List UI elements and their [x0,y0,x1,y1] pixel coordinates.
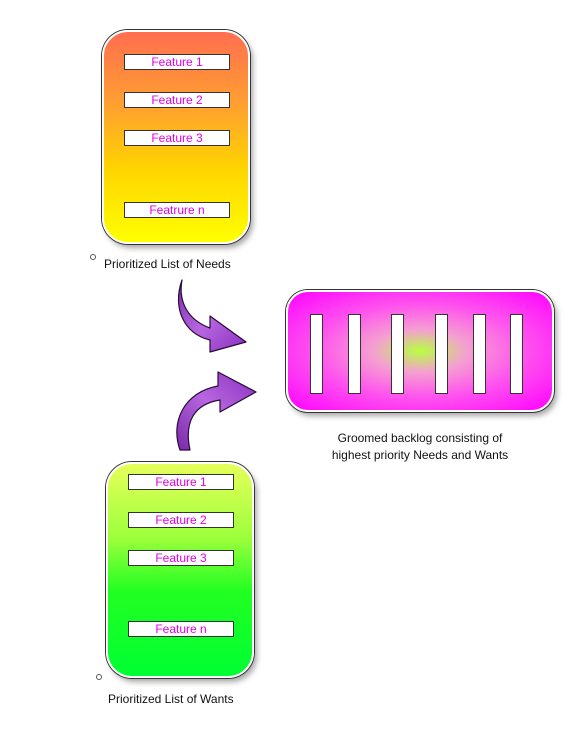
needs-feature-1: Feature 1 [124,54,230,70]
curved-arrow-up-right-icon [176,371,257,451]
needs-caption: Prioritized List of Needs [104,257,231,271]
wants-caption: Prioritized List of Wants [108,692,234,706]
backlog-slot [473,314,486,394]
needs-feature-2: Feature 2 [124,92,230,108]
needs-feature-n: Featrure n [124,202,230,218]
needs-feature-3: Feature 3 [124,130,230,146]
backlog-slot [435,314,448,394]
backlog-slot [310,314,323,394]
wants-list-container: Feature 1 Feature 2 Feature 3 Feature n [106,462,254,678]
backlog-slot [348,314,361,394]
wants-feature-1: Feature 1 [128,474,234,490]
wants-feature-3: Feature 3 [128,550,234,566]
curved-arrow-down-right-icon [177,279,247,353]
backlog-slot [391,314,404,394]
needs-anchor-dot [90,254,96,260]
backlog-slot [510,314,523,394]
wants-feature-2: Feature 2 [128,512,234,528]
backlog-caption: Groomed backlog consisting of highest pr… [300,430,540,464]
wants-feature-n: Feature n [128,621,234,637]
backlog-caption-line-2: highest priority Needs and Wants [331,448,509,462]
groomed-backlog [286,290,554,412]
wants-anchor-dot [96,674,102,680]
backlog-caption-line-1: Groomed backlog consisting of [337,431,503,445]
needs-list-container: Feature 1 Feature 2 Feature 3 Featrure n [102,30,250,244]
